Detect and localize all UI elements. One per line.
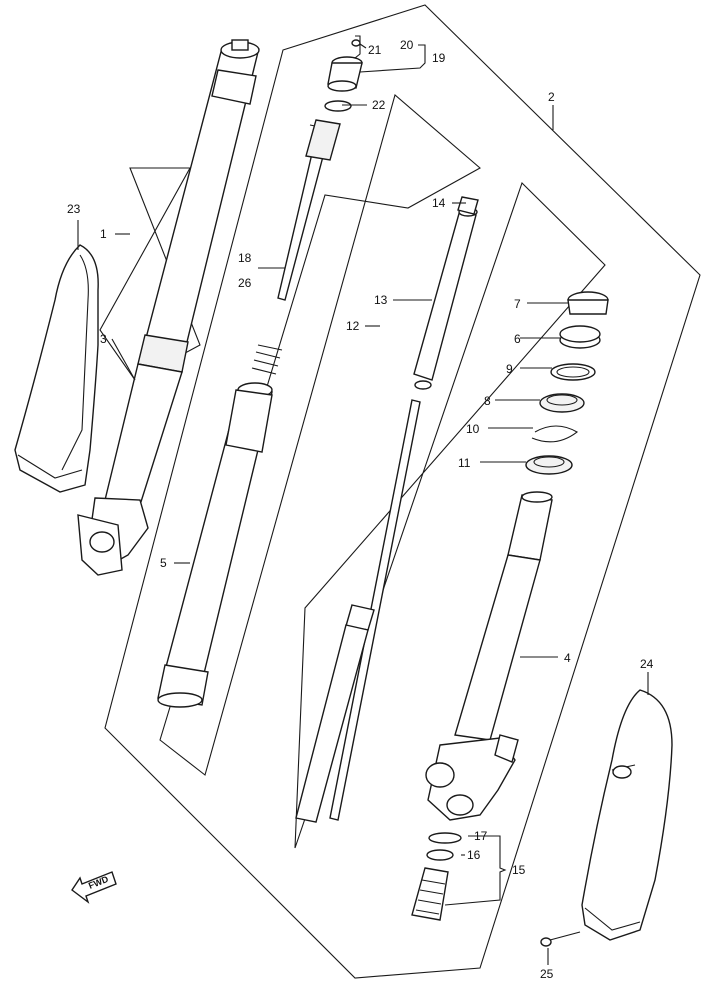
part-cap-bolt-19 [324,39,363,112]
callout-labels: 1 2 3 4 5 6 7 8 9 10 11 12 13 14 15 16 1… [67,38,654,981]
part-washer-9 [550,363,596,381]
callout-15: 15 [512,863,526,877]
part-bolt-15 [411,832,462,921]
part-oil-seal-8 [539,393,585,413]
callout-11: 11 [458,456,471,470]
callout-22: 22 [372,98,386,112]
part-inner-tube-4 [425,491,553,821]
assembly-5-outline [159,94,481,776]
callout-23: 23 [67,202,81,216]
part-outer-tube-1 [77,39,260,576]
part-stopper-ring-10 [531,425,578,443]
callout-20: 20 [400,38,414,52]
callout-25: 25 [540,967,554,981]
callout-13: 13 [374,293,388,307]
part-rod-12 [295,399,421,823]
callout-6: 6 [514,332,521,346]
callout-18: 18 [238,251,252,265]
part-damper-rod-18 [251,119,341,375]
callout-3: 3 [100,332,107,346]
callout-21: 21 [368,43,382,57]
part-fork-guard-24 [581,689,673,941]
callout-1: 1 [100,227,107,241]
callout-16: 16 [467,848,481,862]
callout-10: 10 [466,422,480,436]
part-inner-tube-5 [157,382,273,708]
callout-24: 24 [640,657,654,671]
part-screw-25 [540,931,581,947]
callout-9: 9 [506,362,513,376]
assembly-2-outline [104,4,701,979]
part-bushing-7 [567,291,609,315]
part-bushing-6 [559,325,601,349]
callout-19: 19 [432,51,446,65]
part-dust-seal-11 [525,455,573,475]
part-cartridge-13 [413,196,479,390]
callout-26: 26 [238,276,252,290]
callout-14: 14 [432,196,446,210]
leader-lines [77,35,649,965]
callout-5: 5 [160,556,167,570]
callout-12: 12 [346,319,360,333]
callout-8: 8 [484,394,491,408]
callout-17: 17 [474,829,488,843]
callout-2: 2 [548,90,555,104]
fwd-arrow-icon: FWD [71,871,117,904]
callout-4: 4 [564,651,571,665]
part-fork-guard-23 [14,244,99,493]
assembly-12-outline [294,181,606,849]
callout-7: 7 [514,297,521,311]
